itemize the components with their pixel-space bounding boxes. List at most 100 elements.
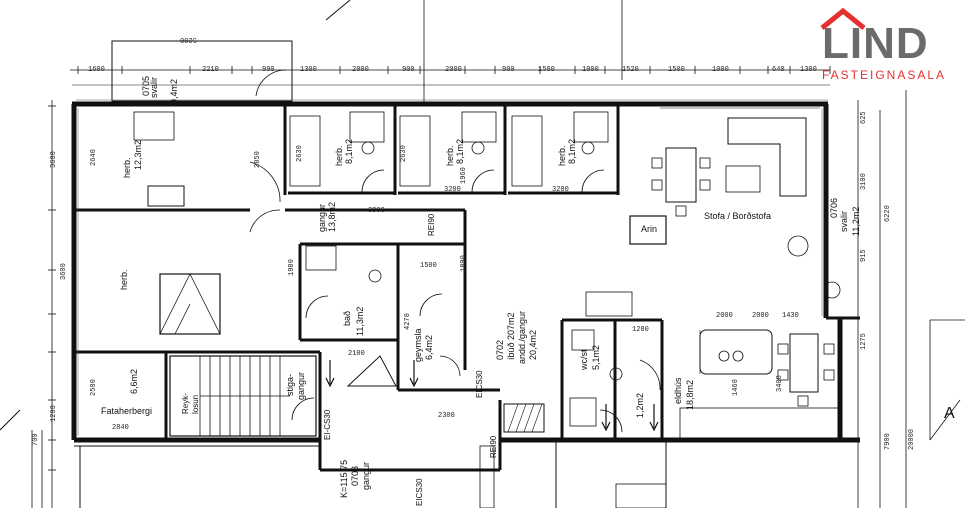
dim-top-8: 900 <box>502 66 515 74</box>
room-herb-5-label: herb. <box>119 269 129 290</box>
dim-misc-10: 1280 <box>632 326 649 334</box>
dim-misc-2: 2630 <box>296 145 304 162</box>
label-arin: Arin <box>641 224 658 234</box>
dim-misc-11: 1980 <box>288 259 296 276</box>
room-herb-3-area: 8,1m2 <box>455 138 465 164</box>
room-andd-label: andd./gangur <box>517 310 527 364</box>
room-eldhus-label: eldhús <box>673 377 683 404</box>
room-gangur-1-label: gangur <box>317 203 327 232</box>
room-wc-area: 5,1m2 <box>591 344 601 370</box>
dim-misc-0: 2640 <box>90 149 98 166</box>
dim-top-3: 990 <box>262 66 275 74</box>
section-marker-a: A <box>944 405 955 422</box>
dim-top-5: 2000 <box>352 66 369 74</box>
dim-misc-30: 3408 <box>776 375 784 392</box>
dim-misc-26: 700 <box>32 433 40 446</box>
room-herb-4-area: 8,1m2 <box>567 138 577 164</box>
room-geymsla-label: geymsla <box>413 328 423 362</box>
room-reyklosun-label-2: losun <box>191 394 200 414</box>
dim-misc-28: 1960 <box>460 167 468 184</box>
room-svalir-area: 9,4m2 <box>169 78 179 104</box>
dim-misc-5: 3200 <box>552 186 569 194</box>
dim-misc-13: 1890 <box>460 255 468 272</box>
dim-misc-19: 1430 <box>782 312 799 320</box>
label-stofa: Stofa / Borðstofa <box>704 211 772 221</box>
dim-misc-32: 2840 <box>112 424 129 432</box>
dim-misc-20: 2000 <box>716 312 733 320</box>
room-stigagangur-label: stiga- <box>285 373 295 396</box>
dim-misc-18: 915 <box>860 249 868 262</box>
room-small-area: 1,2m2 <box>635 392 645 418</box>
room-herb-1-label: herb. <box>122 157 132 178</box>
room-svalir-label: svalir <box>149 76 159 98</box>
fire-rating-rei-1: REI90 <box>427 213 436 236</box>
dim-misc-17: 625 <box>860 111 868 124</box>
dim-top-2: 2210 <box>202 66 219 74</box>
room-svalir-2-label: svalir <box>839 210 849 232</box>
room-herb-2-area: 8,1m2 <box>344 138 354 164</box>
dim-top-overall: 5200 <box>180 35 197 43</box>
dim-misc-15: 6220 <box>884 205 892 222</box>
room-herb-4-label: herb. <box>557 145 567 166</box>
room-andd-area: 20,4m2 <box>528 329 538 360</box>
dim-misc-4: 3200 <box>444 186 461 194</box>
dim-misc-21: 1275 <box>860 333 868 350</box>
dim-top-6: 900 <box>402 66 415 74</box>
dim-misc-23: 20000 <box>908 428 916 450</box>
dim-top-7: 2000 <box>445 66 462 74</box>
room-0706-number: 0706 <box>829 197 839 218</box>
fire-rating-rei-2: REI90 <box>489 435 498 458</box>
dim-misc-1: 2850 <box>254 151 262 168</box>
dim-misc-9: 1500 <box>420 262 437 270</box>
dim-top-10: 1000 <box>582 66 599 74</box>
dim-top-13: 1000 <box>712 66 729 74</box>
dim-misc-22: 7900 <box>884 433 892 450</box>
dim-misc-6: 3600 <box>50 151 58 168</box>
room-svalir-2-area: 11,2m2 <box>851 206 861 236</box>
dim-top-1: 1600 <box>88 66 105 74</box>
dim-misc-3: 2630 <box>400 145 408 162</box>
fire-rating-ei-2: EICS30 <box>475 370 484 398</box>
room-herb-2-label: herb. <box>334 145 344 166</box>
roof-icon <box>820 8 866 30</box>
room-bad-area: 11,3m2 <box>355 306 365 336</box>
dim-misc-7: 3900 <box>368 207 385 215</box>
lind-logo: LIND FASTEIGNASALA <box>812 8 962 88</box>
stair-level-k: K=115,75 <box>339 459 349 498</box>
dim-misc-8: 2000 <box>752 312 769 320</box>
room-eldhus-area: 18,8m2 <box>685 379 695 410</box>
room-wc-label: wc/st <box>579 349 589 370</box>
dim-top-11: 1520 <box>622 66 639 74</box>
dim-misc-29: 2300 <box>438 412 455 420</box>
room-reyklosun-label: Reyk- <box>181 393 190 414</box>
label-fataherbergi: Fataherbergi <box>101 406 153 416</box>
room-fataherbergi-area: 6,6m2 <box>129 368 139 394</box>
fire-rating-ei-3: EICS30 <box>415 478 424 506</box>
dim-top-14: 640 <box>772 66 785 74</box>
unit-0703-number: 0703 <box>350 465 360 486</box>
unit-0702-number: 0702 <box>495 339 505 360</box>
dim-misc-25: 1200 <box>50 405 58 422</box>
dim-misc-16: 3100 <box>860 173 868 190</box>
dim-misc-31: 1460 <box>732 379 740 396</box>
fire-rating-ei-1: EI-CS30 <box>323 409 332 440</box>
logo-subtitle: FASTEIGNASALA <box>822 68 947 82</box>
room-herb-3-label: herb. <box>445 145 455 166</box>
dim-misc-27: 2500 <box>90 379 98 396</box>
dim-misc-12: 2100 <box>348 350 365 358</box>
room-gangur-1-area: 13,8m2 <box>327 201 337 232</box>
logo-wordmark: LIND <box>822 19 929 68</box>
dim-top-9: 1500 <box>538 66 555 74</box>
room-stigagangur-label-2: gangur <box>296 371 306 400</box>
dim-top-15: 1300 <box>800 66 817 74</box>
dim-top-4: 1300 <box>300 66 317 74</box>
room-herb-1-area: 12,3m2 <box>133 139 143 170</box>
unit-ibud-area: íbúð 207m2 <box>506 312 516 360</box>
room-geymsla-area: 6,4m2 <box>424 334 434 360</box>
dim-top-12: 1500 <box>668 66 685 74</box>
room-gangur-2-label: gangur <box>361 461 371 490</box>
room-bad-label: bað <box>342 310 352 326</box>
dim-misc-24: 3600 <box>60 263 68 280</box>
dim-misc-14: 4270 <box>404 313 412 330</box>
